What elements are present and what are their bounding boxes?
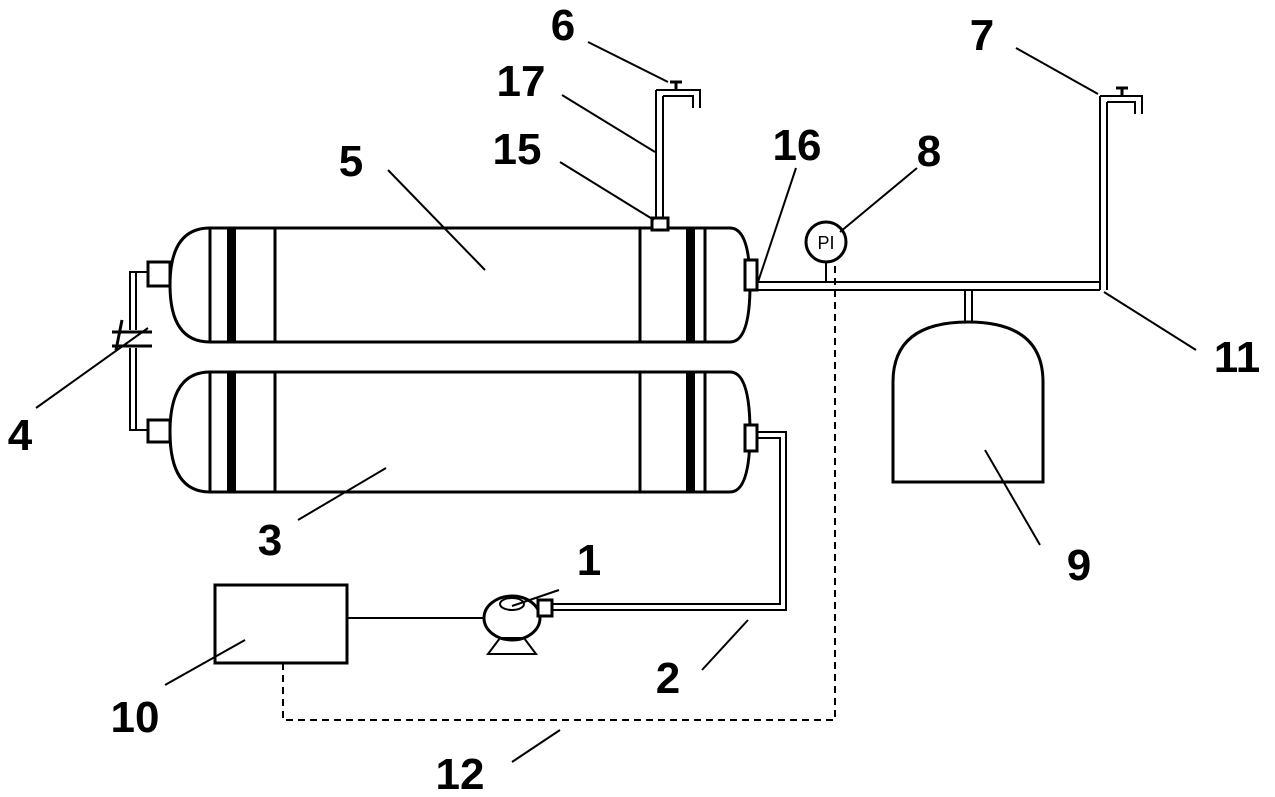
control-box <box>213 583 349 665</box>
label-8: 8 <box>917 127 941 176</box>
pump <box>482 594 554 655</box>
label-11: 11 <box>1214 333 1261 382</box>
leader-lines <box>35 41 1197 763</box>
tap-right-icon <box>1116 86 1128 96</box>
connecting-pipe <box>129 271 148 431</box>
tap-left-icon <box>670 80 682 90</box>
label-4: 4 <box>8 411 33 460</box>
label-5: 5 <box>339 137 363 186</box>
tank <box>891 320 1045 484</box>
lower-vessel <box>146 370 759 494</box>
outlet-pipe <box>757 95 1143 322</box>
label-3: 3 <box>258 516 282 565</box>
label-10: 10 <box>111 693 160 742</box>
label-2: 2 <box>656 654 680 703</box>
gauge-text: PI <box>817 233 834 253</box>
upper-vessel <box>146 226 759 344</box>
label-1: 1 <box>577 536 601 585</box>
label-17: 17 <box>497 57 546 106</box>
label-15: 15 <box>493 125 542 174</box>
label-12: 12 <box>436 750 485 797</box>
label-6: 6 <box>551 1 575 50</box>
riser-pipe <box>650 89 701 232</box>
valve <box>112 319 152 351</box>
signal-line <box>282 262 836 721</box>
label-16: 16 <box>773 121 822 170</box>
feed-pipe <box>545 431 787 611</box>
label-9: 9 <box>1067 541 1091 590</box>
label-7: 7 <box>970 11 994 60</box>
labels: 6 17 15 5 16 8 7 11 9 4 3 1 2 10 12 <box>8 1 1261 797</box>
pressure-gauge: PI <box>804 220 848 282</box>
